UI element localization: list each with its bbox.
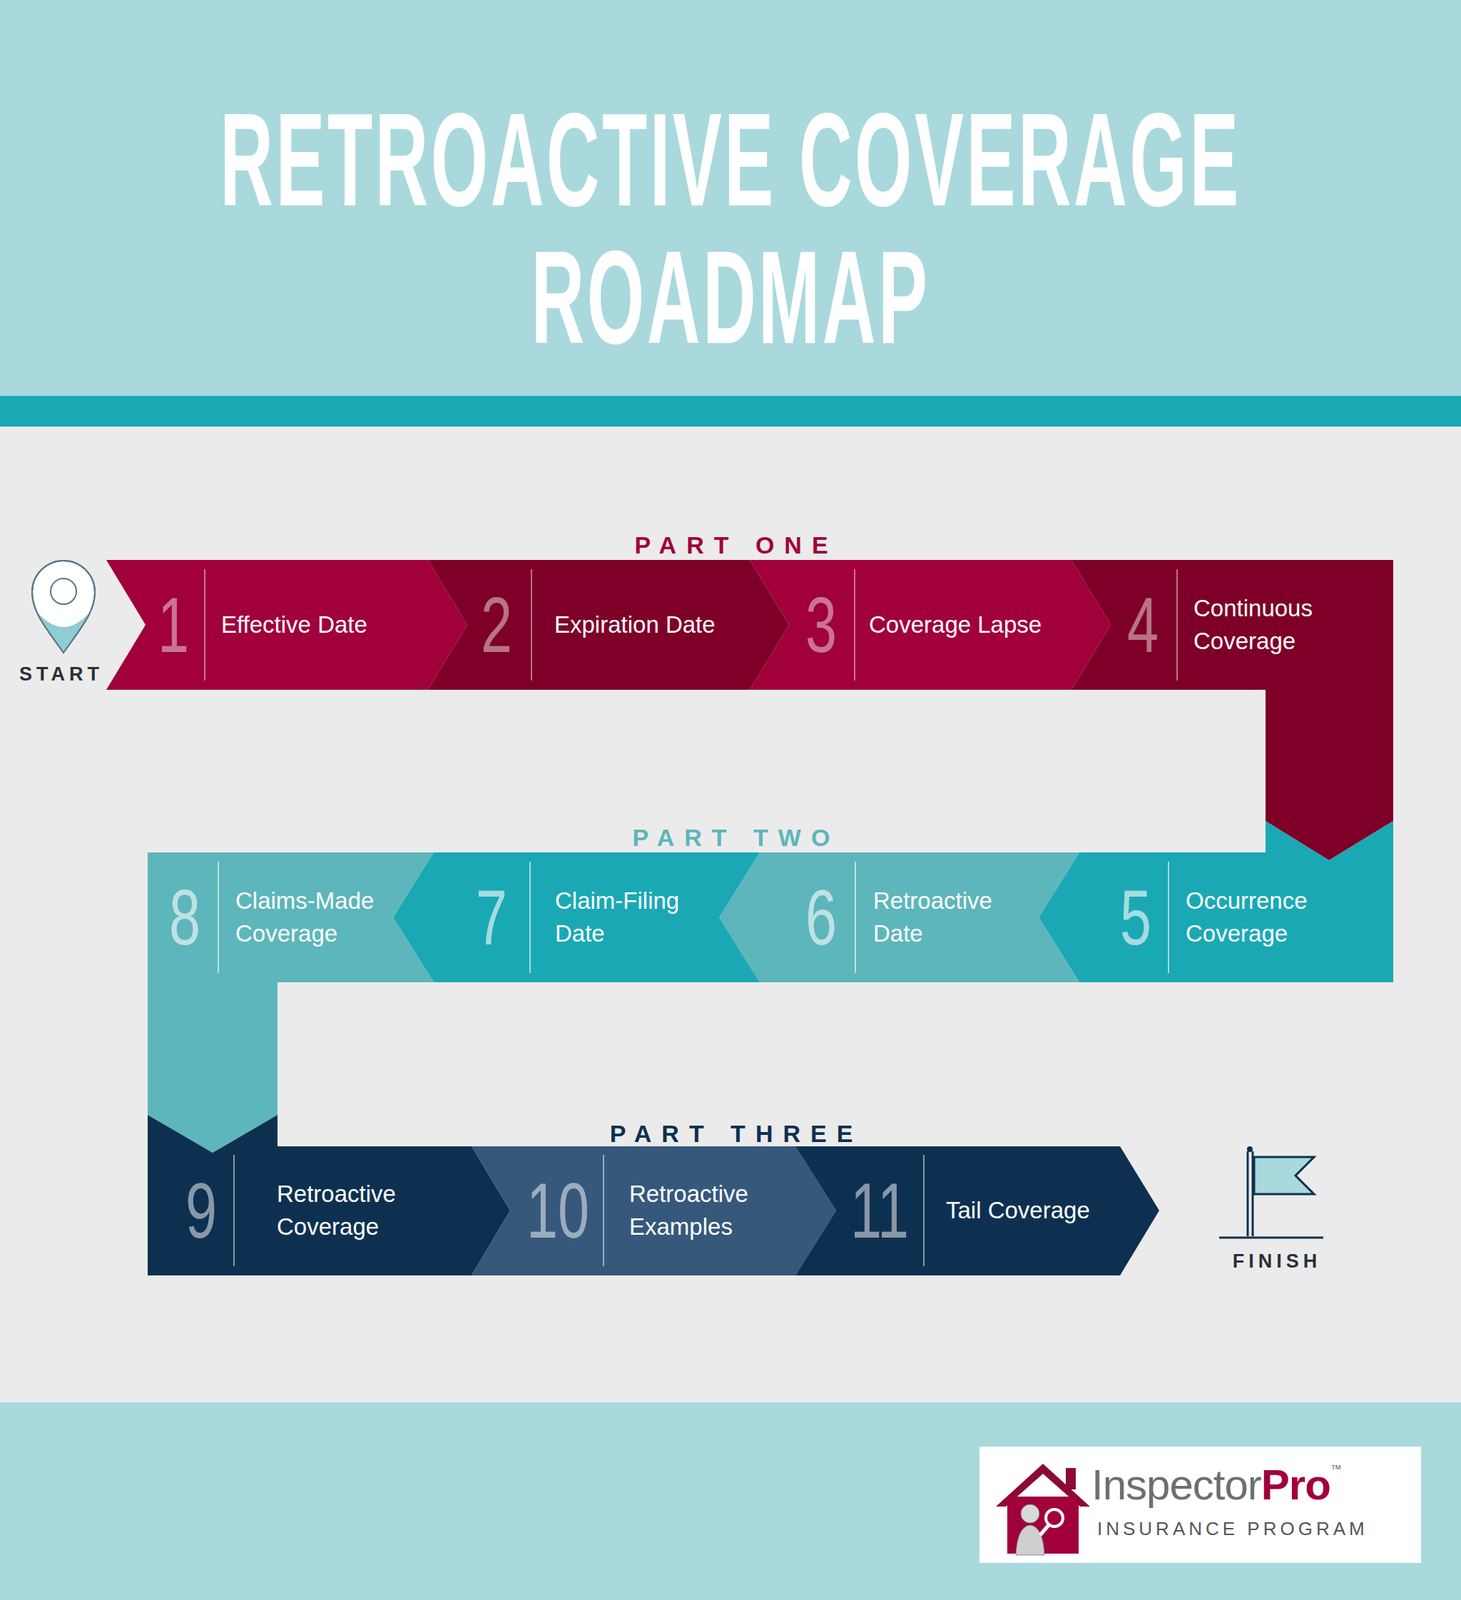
title: RETROACTIVE COVERAGE ROADMAP — [151, 91, 1310, 367]
divider-line — [923, 1154, 925, 1267]
step-number: 9 — [185, 1171, 217, 1250]
step-number: 2 — [480, 585, 513, 665]
roadmap-segment: 5 Occurrence Coverage — [1038, 821, 1394, 983]
start-label: START — [11, 662, 112, 686]
step-number: 7 — [475, 878, 508, 957]
finish-flag — [1219, 1146, 1324, 1238]
main-ground — [0, 426, 1461, 1403]
roadmap-segment: 7 Claim-Filing Date — [393, 852, 760, 983]
roadmap-segment: 4 Continuous Coverage — [1071, 560, 1394, 861]
segment-shape — [393, 852, 760, 983]
step-label: Effective Date — [221, 608, 414, 642]
segment-fill — [719, 852, 1080, 983]
step-number: 10 — [526, 1171, 590, 1250]
divider-line — [529, 861, 531, 974]
logo-word: Pro — [1261, 1461, 1331, 1509]
step-label: Retroactive Coverage — [276, 1177, 441, 1244]
divider-line — [853, 569, 856, 681]
roadmap-segment: 11 Tail Coverage — [795, 1146, 1160, 1276]
step-label: Coverage Lapse — [868, 608, 1062, 642]
roadmap-segment: 1 Effective Date — [106, 560, 468, 690]
step-label: Claims-Made Coverage — [235, 884, 394, 951]
segment-shape — [719, 852, 1080, 983]
divider-line — [530, 569, 533, 681]
roadmap-segment: 10 Retroactive Examples — [471, 1146, 837, 1276]
step-number: 3 — [805, 585, 837, 665]
step-number: 1 — [157, 585, 190, 665]
part-heading: PART THREE — [522, 1119, 951, 1149]
step-label: Tail Coverage — [945, 1194, 1139, 1228]
step-number: 5 — [1120, 878, 1152, 957]
logo-panel — [979, 1446, 1422, 1564]
segment-fill — [428, 560, 789, 690]
step-label: Expiration Date — [554, 608, 747, 642]
header-stripe — [0, 395, 1461, 427]
roadmap-segment: 3 Coverage Lapse — [749, 560, 1111, 690]
step-label: Continuous Coverage — [1193, 592, 1358, 658]
divider-line — [602, 1154, 605, 1267]
step-label: Claim-Filing Date — [555, 884, 698, 951]
trademark: ™ — [1330, 1463, 1342, 1476]
finish-label: FINISH — [1205, 1249, 1349, 1273]
segment-fill — [147, 1115, 511, 1276]
step-label: Retroactive Date — [873, 884, 1016, 951]
step-number: 4 — [1127, 585, 1159, 665]
divider-line — [233, 1154, 235, 1267]
segment-fill — [471, 1146, 837, 1276]
roadmap-segment: 2 Expiration Date — [428, 560, 789, 690]
divider-line — [1176, 569, 1178, 681]
step-label: Occurrence Coverage — [1185, 884, 1350, 951]
segment-fill — [749, 560, 1111, 690]
divider-line — [854, 861, 857, 974]
start-pin — [32, 560, 95, 653]
logo-wordmark: InspectorPro™ — [1091, 1463, 1342, 1507]
divider-line — [217, 861, 220, 974]
segment-fill — [1038, 821, 1394, 983]
roadmap-segment: 8 Claims-Made Coverage — [147, 852, 434, 1153]
roadmap-segment: 9 Retroactive Coverage — [147, 1115, 511, 1276]
house-icon — [995, 1463, 1091, 1556]
logo-word: Inspector — [1091, 1461, 1262, 1509]
divider-line — [1167, 861, 1170, 974]
segment-fill — [393, 852, 760, 983]
part-heading: PART TWO — [522, 823, 951, 853]
segment-fill — [795, 1146, 1160, 1276]
step-number: 6 — [805, 878, 837, 957]
footer-band — [0, 1402, 1461, 1600]
step-number: 11 — [850, 1171, 909, 1250]
segment-fill — [106, 560, 468, 690]
step-number: 8 — [169, 878, 201, 957]
segment-fill — [1071, 560, 1394, 861]
divider-line — [204, 569, 206, 681]
segment-shape — [471, 1146, 837, 1276]
roadmap-segment: 6 Retroactive Date — [719, 852, 1080, 983]
segment-fill — [147, 852, 434, 1153]
step-label: Retroactive Examples — [629, 1177, 794, 1244]
part-heading: PART ONE — [522, 530, 951, 561]
header-band — [0, 0, 1461, 397]
logo-subtitle: INSURANCE PROGRAM — [1097, 1518, 1369, 1541]
